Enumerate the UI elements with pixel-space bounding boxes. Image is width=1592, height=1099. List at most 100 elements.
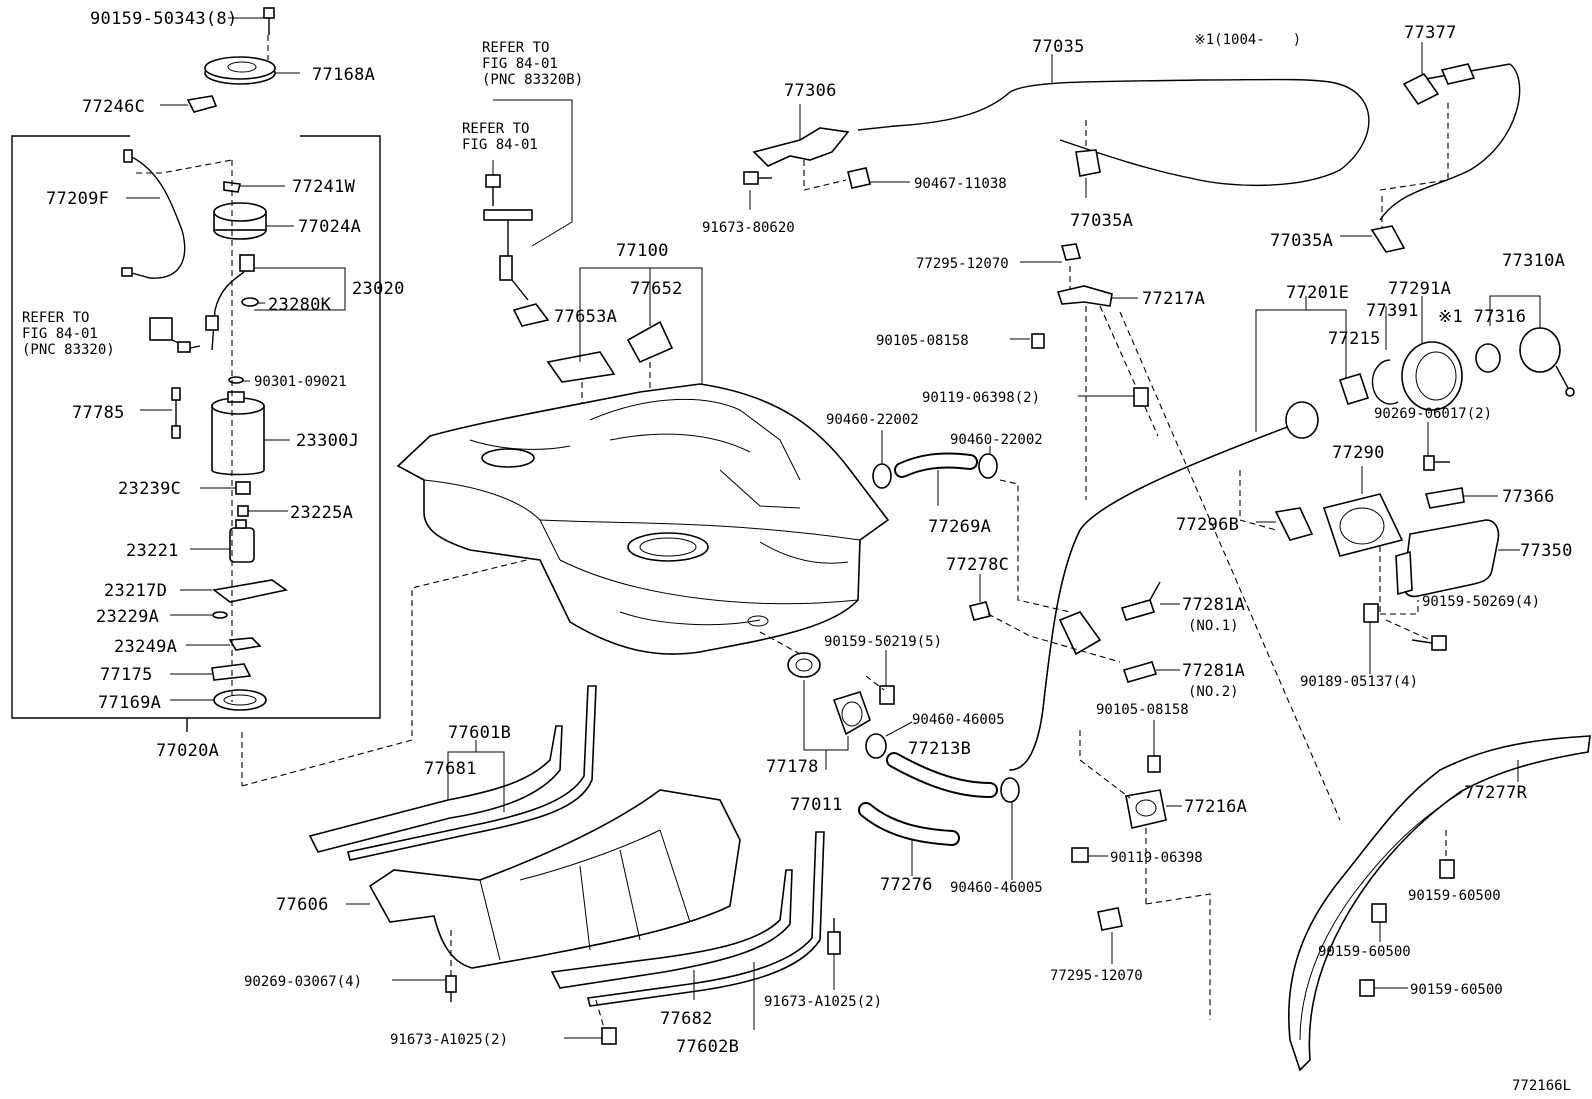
part-77241W-clip bbox=[223, 181, 241, 193]
part-23225A-bush bbox=[237, 505, 249, 517]
part-77652-pad bbox=[626, 320, 674, 364]
label-77178: 77178 bbox=[766, 757, 819, 777]
part-23239C-cushion bbox=[235, 481, 251, 495]
label-77377: 77377 bbox=[1404, 23, 1457, 43]
part-77316-gasket bbox=[1475, 343, 1501, 373]
label-77681: 77681 bbox=[424, 759, 477, 779]
label-23020: 23020 bbox=[352, 279, 405, 299]
label-77350: 77350 bbox=[1520, 541, 1573, 561]
part-90119-06398-bolt-b bbox=[1071, 847, 1089, 863]
label-77281A-no1: 77281A bbox=[1182, 595, 1245, 615]
label-77269A: 77269A bbox=[928, 517, 991, 537]
label-90460-22002-b: 90460-22002 bbox=[950, 432, 1043, 448]
label-77291A: 77291A bbox=[1388, 279, 1451, 299]
part-90159-50269-bolt bbox=[1411, 635, 1447, 651]
label-90159-50219: 90159-50219(5) bbox=[824, 634, 942, 650]
part-77276-hose bbox=[858, 802, 960, 846]
part-77366-clip bbox=[1424, 487, 1465, 509]
part-90105-08158-bolt-b bbox=[1147, 755, 1161, 773]
label-77306: 77306 bbox=[784, 81, 837, 101]
label-77652: 77652 bbox=[630, 279, 683, 299]
label-77276: 77276 bbox=[880, 875, 933, 895]
label-77169A: 77169A bbox=[98, 693, 161, 713]
label-refer-mid-line2: FIG 84-01 bbox=[462, 137, 538, 153]
label-refer-top-line1: REFER TO bbox=[482, 40, 549, 56]
part-77281A-clamp-no2 bbox=[1122, 661, 1158, 683]
label-77606: 77606 bbox=[276, 895, 329, 915]
label-77241W: 77241W bbox=[292, 177, 356, 197]
part-77246C-clip bbox=[186, 95, 218, 113]
label-refer-pnc83320-line2: FIG 84-01 bbox=[22, 326, 98, 342]
part-77306-bracket bbox=[752, 127, 850, 167]
part-90159-60500-bolt-c bbox=[1359, 979, 1375, 997]
part-90460-22002-clamp-a bbox=[872, 463, 892, 489]
label-77216A: 77216A bbox=[1184, 797, 1247, 817]
part-77175-bracket bbox=[211, 663, 252, 681]
part-77209F-wire bbox=[121, 149, 186, 279]
label-refer-top-line3: (PNC 83320B) bbox=[482, 72, 583, 88]
label-90159-50269: 90159-50269(4) bbox=[1422, 594, 1540, 610]
part-90159-50219-bolt bbox=[879, 685, 895, 705]
label-77281A-no2: 77281A bbox=[1182, 661, 1245, 681]
label-90105-08158-b: 90105-08158 bbox=[1096, 702, 1189, 718]
fuel-pump-assembly-box bbox=[11, 135, 381, 732]
part-77377-cap bbox=[1402, 63, 1476, 106]
part-77601B-strap bbox=[308, 685, 597, 861]
label-90159-60500-c: 90159-60500 bbox=[1410, 982, 1503, 998]
part-77100-fuel-tank bbox=[396, 383, 890, 655]
part-77178-gasket bbox=[787, 652, 821, 678]
figure-id: 772166L bbox=[1512, 1078, 1571, 1094]
part-77785-wire bbox=[140, 387, 181, 439]
label-77601B: 77601B bbox=[448, 723, 511, 743]
label-23300J: 23300J bbox=[296, 431, 359, 451]
part-77295-12070-clip-bottom bbox=[1097, 907, 1123, 931]
label-23229A: 23229A bbox=[96, 607, 159, 627]
label-77602B: 77602B bbox=[676, 1037, 739, 1057]
label-23225A: 23225A bbox=[290, 503, 353, 523]
label-90189-05137: 90189-05137(4) bbox=[1300, 674, 1418, 690]
part-sender-gauge-83320B bbox=[483, 174, 533, 301]
part-77011-valve bbox=[832, 691, 871, 736]
label-refer-mid-line1: REFER TO bbox=[462, 121, 529, 137]
part-90189-05137-nut bbox=[1363, 603, 1379, 623]
label-90460-46005-b: 90460-46005 bbox=[950, 880, 1043, 896]
label-23239C: 23239C bbox=[118, 479, 181, 499]
part-90269-03067-bolt bbox=[445, 975, 457, 1002]
label-91673-80620: 91673-80620 bbox=[702, 220, 795, 236]
label-23221: 23221 bbox=[126, 541, 179, 561]
part-90159-60500-bolt-a bbox=[1439, 859, 1455, 879]
part-77602B-strap bbox=[550, 831, 825, 1007]
label-90159-60500-b: 90159-60500 bbox=[1318, 944, 1411, 960]
label-77168A: 77168A bbox=[312, 65, 375, 85]
label-90159-50343: 90159-50343(8) bbox=[90, 9, 238, 29]
part-77216A-bracket bbox=[1125, 789, 1167, 829]
label-77653A: 77653A bbox=[554, 307, 617, 327]
label-77281A-no2-sub: (NO.2) bbox=[1188, 684, 1239, 700]
label-77024A: 77024A bbox=[298, 217, 361, 237]
label-77217A: 77217A bbox=[1142, 289, 1205, 309]
label-90301-09021: 90301-09021 bbox=[254, 374, 347, 390]
part-77653A-gasket bbox=[512, 303, 550, 327]
label-77278C: 77278C bbox=[946, 555, 1009, 575]
part-77606-protector bbox=[368, 789, 741, 969]
part-77269A-hose bbox=[894, 452, 978, 478]
label-77277R: 77277R bbox=[1464, 783, 1528, 803]
part-77100-pad bbox=[546, 351, 616, 383]
label-77785: 77785 bbox=[72, 403, 125, 423]
part-77295-12070-clip-top bbox=[1060, 243, 1082, 261]
label-23249A: 23249A bbox=[114, 637, 177, 657]
label-23217D: 23217D bbox=[104, 581, 167, 601]
part-77296B-bracket bbox=[1274, 507, 1314, 541]
part-77201E-filler-pipe bbox=[1009, 401, 1319, 771]
part-23229A-ring bbox=[212, 611, 228, 619]
label-77391: 77391 bbox=[1366, 301, 1419, 321]
part-91673-80620-bolt bbox=[743, 171, 772, 185]
label-77246C: 77246C bbox=[82, 97, 145, 117]
label-90159-60500-a: 90159-60500 bbox=[1408, 888, 1501, 904]
part-77290-base bbox=[1322, 493, 1404, 557]
label-77201E: 77201E bbox=[1286, 283, 1349, 303]
label-77175: 77175 bbox=[100, 665, 153, 685]
label-77011: 77011 bbox=[790, 795, 843, 815]
part-90467-11038-clip bbox=[847, 167, 871, 189]
